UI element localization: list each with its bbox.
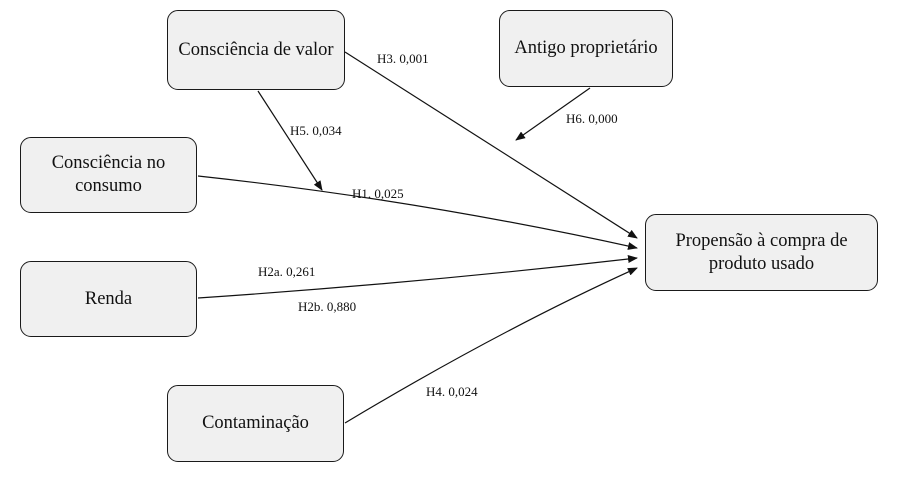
node-antigo-proprietario: Antigo proprietário	[499, 10, 673, 87]
arrow-h1	[197, 175, 638, 250]
node-consciencia-valor: Consciência de valor	[167, 10, 345, 90]
label-h2b: H2b. 0,880	[298, 299, 357, 314]
node-antigo-proprietario-label: Antigo proprietário	[514, 38, 658, 59]
arrow-h3	[344, 51, 638, 239]
label-h3: H3. 0,001	[377, 51, 429, 66]
node-propensao: Propensão à compra de produto usado	[645, 214, 878, 291]
label-h4: H4. 0,024	[426, 384, 478, 399]
node-contaminacao: Contaminação	[167, 385, 344, 462]
node-propensao-label: Propensão à compra de produto usado	[675, 230, 848, 274]
node-consciencia-consumo-label: Consciência no consumo	[51, 153, 166, 196]
label-h2a: H2a. 0,261	[258, 264, 316, 279]
arrow-h6	[515, 87, 591, 141]
arrow-h5	[257, 90, 323, 191]
node-renda: Renda	[20, 261, 197, 337]
node-contaminacao-label: Contaminação	[202, 413, 309, 434]
arrow-h2	[197, 255, 638, 299]
node-consciencia-consumo: Consciência no consumo	[20, 137, 197, 213]
node-consciencia-valor-label: Consciência de valor	[178, 39, 334, 60]
label-h6: H6. 0,000	[566, 111, 618, 126]
label-h5: H5. 0,034	[290, 123, 342, 138]
node-renda-label: Renda	[84, 288, 133, 309]
arrow-h4	[344, 267, 638, 424]
label-h1: H1. 0,025	[352, 186, 404, 201]
